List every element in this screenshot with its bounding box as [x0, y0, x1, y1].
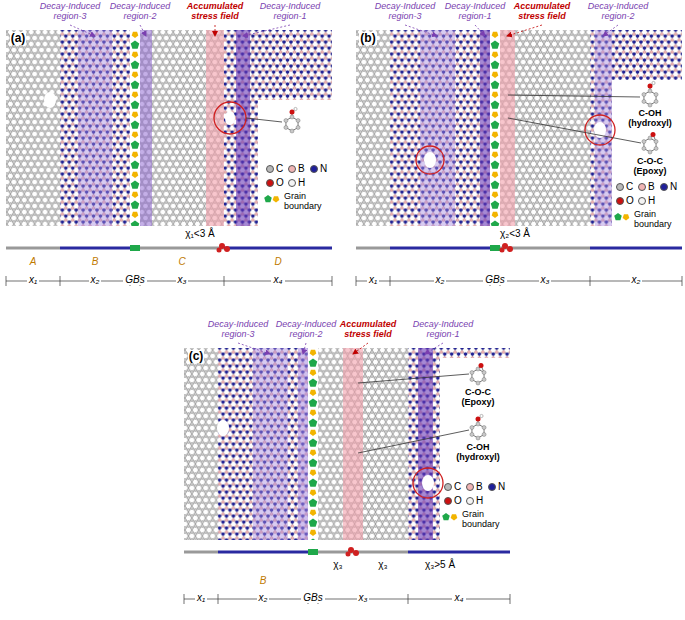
dimension-label: x₃ — [176, 274, 189, 285]
legend-swatch — [444, 483, 452, 491]
dimension-label: x₄ — [271, 274, 284, 285]
legend-swatch — [288, 179, 296, 187]
legend-swatch — [466, 497, 474, 505]
legend-swatch — [288, 165, 296, 173]
region-label: Decay-Induced region-1 — [410, 320, 476, 340]
panel-c — [184, 343, 512, 604]
region-label: Accumulated stress field — [182, 2, 248, 22]
segment-label: D — [272, 256, 283, 267]
legend-text: O — [276, 177, 284, 188]
segment-label: B — [90, 256, 101, 267]
legend-text: N — [498, 481, 505, 492]
region-label: Decay-Induced region-2 — [107, 2, 173, 22]
region-label: Accumulated stress field — [509, 2, 575, 22]
dimension-label: x₂ — [257, 592, 270, 603]
region-label: Decay-Induced region-3 — [205, 320, 271, 340]
legend-text: C — [626, 181, 633, 192]
dimension-label: x₃ — [539, 274, 552, 285]
panel-a — [6, 25, 334, 286]
legend-text: B — [298, 163, 305, 174]
legend-text: H — [476, 495, 483, 506]
dimension-label: GBs — [123, 274, 146, 285]
distance-label: χ₃>5 Å — [424, 559, 456, 570]
legend-text: Grain boundary — [634, 210, 682, 230]
legend-text: H — [648, 195, 655, 206]
panel-label: (a) — [10, 32, 27, 45]
legend-text: O — [626, 195, 634, 206]
dimension-label: x₄ — [452, 592, 465, 603]
segment-label: B — [258, 575, 269, 586]
dimension-label: GBs — [301, 592, 324, 603]
legend-text: N — [320, 163, 327, 174]
group-label: C-OH (hydroxyl) — [450, 443, 506, 463]
region-label: Decay-Induced region-1 — [442, 2, 508, 22]
legend-swatch — [444, 497, 452, 505]
legend-text: N — [670, 181, 677, 192]
distance-label: χ₂<3 Å — [499, 228, 531, 239]
legend-swatch — [466, 483, 474, 491]
dimension-label: x₃ — [357, 592, 370, 603]
group-label: C-O-C (Epoxy) — [622, 157, 678, 177]
dimension-label: x₁ — [27, 274, 39, 285]
legend-swatch — [266, 179, 274, 187]
region-label: Decay-Induced region-2 — [273, 320, 339, 340]
legend-swatch — [616, 197, 624, 205]
dimension-label: GBs — [483, 274, 506, 285]
segment-label: A — [28, 256, 39, 267]
legend-swatch — [310, 165, 318, 173]
legend-swatch — [488, 483, 496, 491]
legend-text: Grain boundary — [284, 192, 332, 212]
dimension-label: x₁ — [367, 274, 379, 285]
panel-label: (b) — [359, 32, 376, 45]
region-label: Decay-Induced region-2 — [585, 2, 651, 22]
segment-label: C — [176, 256, 187, 267]
dimension-label: x₁ — [195, 592, 207, 603]
region-label: Decay-Induced region-3 — [372, 2, 438, 22]
legend-swatch — [638, 197, 646, 205]
dimension-label: x₂ — [89, 274, 102, 285]
panel-b — [356, 25, 684, 286]
legend-text: B — [476, 481, 483, 492]
dimension-label: x₂ — [434, 274, 447, 285]
group-label: C-OH (hydroxyl) — [622, 109, 678, 129]
distance-label: χ₃ — [377, 559, 388, 570]
legend-text: O — [454, 495, 462, 506]
dimension-label: x₂ — [630, 274, 643, 285]
legend-swatch — [616, 183, 624, 191]
distance-label: χ₁<3 Å — [184, 228, 215, 239]
region-label: Accumulated stress field — [335, 320, 401, 340]
region-label: Decay-Induced region-1 — [257, 2, 323, 22]
legend-text: C — [454, 481, 461, 492]
distance-label: χ₃ — [332, 559, 343, 570]
region-label: Decay-Induced region-3 — [37, 2, 103, 22]
legend-swatch — [660, 183, 668, 191]
panel-label: (c) — [188, 350, 205, 363]
legend-text: Grain boundary — [462, 510, 510, 530]
legend-text: B — [648, 181, 655, 192]
legend-swatch — [638, 183, 646, 191]
group-label: C-O-C (Epoxy) — [450, 388, 506, 408]
legend-text: C — [276, 163, 283, 174]
legend-swatch — [266, 165, 274, 173]
legend-text: H — [298, 177, 305, 188]
